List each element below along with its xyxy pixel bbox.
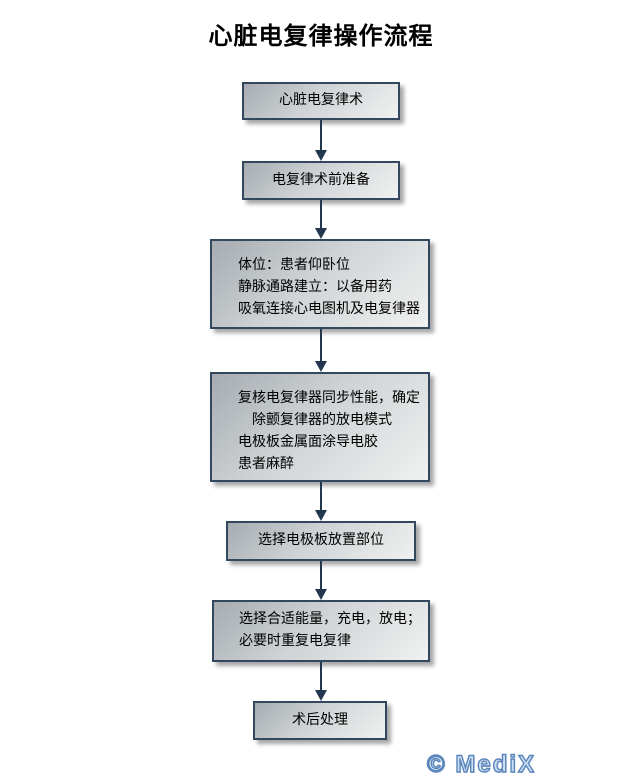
flow-node-start: 心脏电复律术 bbox=[242, 82, 400, 120]
flow-node-label: 术后处理 bbox=[292, 712, 348, 728]
arrow-head-icon bbox=[314, 510, 327, 521]
arrow-head-icon bbox=[314, 228, 327, 239]
page-title: 心脏电复律操作流程 bbox=[208, 24, 434, 50]
arrow-head-icon bbox=[314, 589, 327, 600]
flow-node-energy-discharge: 选择合适能量，充电，放电； 必要时重复电复律 bbox=[212, 600, 430, 662]
arrow-line bbox=[319, 561, 322, 589]
arrow-head-icon bbox=[314, 690, 327, 701]
flow-node-label: 选择电极板放置部位 bbox=[258, 533, 384, 548]
flow-arrow bbox=[314, 482, 327, 521]
flow-node-label: 电复律术前准备 bbox=[272, 172, 370, 188]
flow-node-device-check: 复核电复律器同步性能，确定 除颤复律器的放电模式 电极板金属面涂导电胶 患者麻醉 bbox=[210, 372, 430, 482]
medix-watermark: © MediX bbox=[426, 750, 537, 778]
flow-node-label: 电极板金属面涂导电胶 bbox=[238, 435, 378, 450]
arrow-line bbox=[319, 662, 322, 690]
arrow-head-icon bbox=[314, 361, 327, 372]
flow-node-label: 选择合适能量，充电，放电； bbox=[239, 612, 421, 627]
arrow-line bbox=[319, 482, 322, 510]
flow-node-post-procedure: 术后处理 bbox=[253, 701, 387, 740]
arrow-head-icon bbox=[314, 150, 327, 161]
flow-node-electrode-site: 选择电极板放置部位 bbox=[226, 521, 416, 561]
flow-arrow bbox=[314, 561, 327, 600]
flow-node-label: 除颤复律器的放电模式 bbox=[238, 413, 392, 428]
arrow-line bbox=[319, 329, 322, 361]
arrow-line bbox=[319, 200, 322, 228]
flow-node-label: 复核电复律器同步性能，确定 bbox=[238, 391, 420, 406]
arrow-line bbox=[319, 120, 322, 150]
flow-node-label: 必要时重复电复律 bbox=[239, 634, 351, 649]
flow-node-label: 体位：患者仰卧位 bbox=[238, 258, 350, 273]
flow-node-label: 静脉通路建立：以备用药 bbox=[238, 280, 392, 295]
flow-node-label: 心脏电复律术 bbox=[279, 93, 363, 108]
flow-node-label: 患者麻醉 bbox=[238, 457, 294, 472]
flow-node-positioning: 体位：患者仰卧位 静脉通路建立：以备用药 吸氧连接心电图机及电复律器 bbox=[210, 239, 430, 329]
flow-arrow bbox=[314, 662, 327, 701]
flow-arrow bbox=[314, 120, 327, 161]
flow-node-label: 吸氧连接心电图机及电复律器 bbox=[238, 302, 420, 317]
flow-arrow bbox=[314, 200, 327, 239]
flow-node-preparation: 电复律术前准备 bbox=[242, 161, 400, 200]
flow-arrow bbox=[314, 329, 327, 372]
